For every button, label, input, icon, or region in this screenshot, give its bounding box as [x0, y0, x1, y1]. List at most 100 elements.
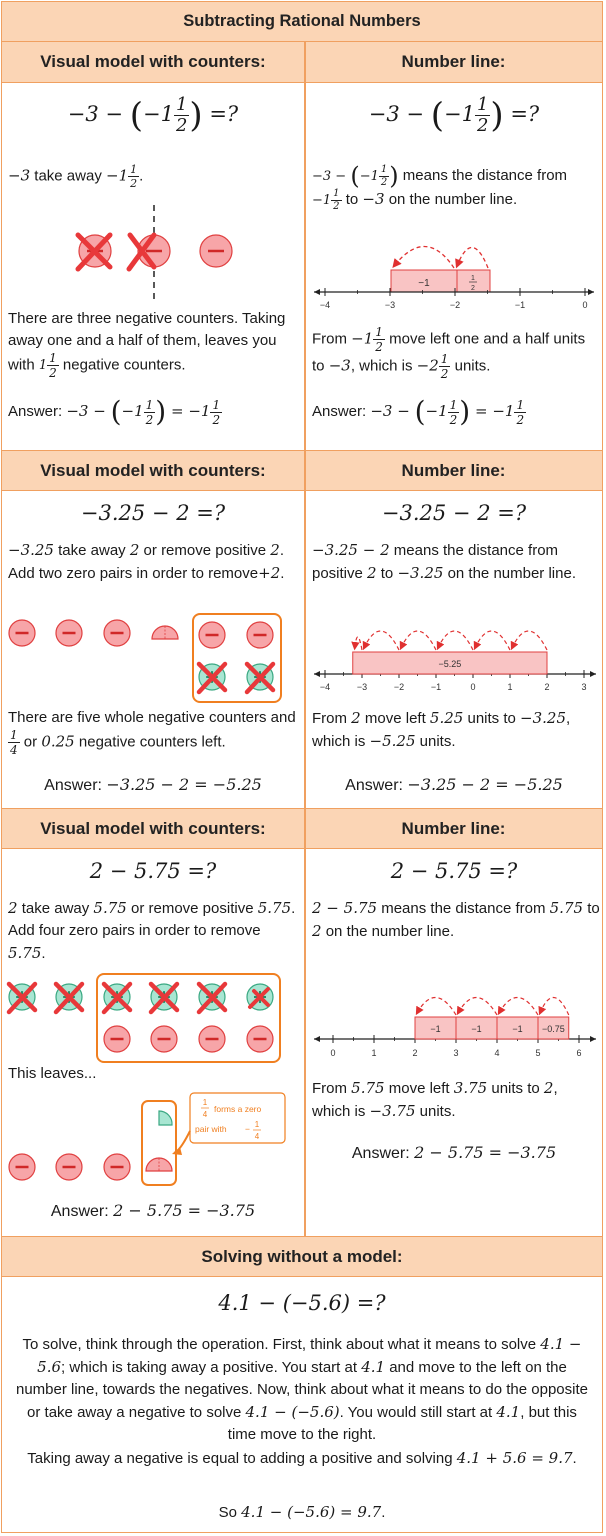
section3-right-explanation: From 5.75 move left 3.75 units to 2, whi…: [312, 1077, 600, 1123]
paragraph-text: , but this time move to the right.: [227, 1404, 577, 1443]
paragraph-text: 4.1 + 5.6 = 9.7: [456, 1449, 573, 1467]
tick-label: −2: [394, 682, 404, 692]
description-text: 5.75: [93, 899, 127, 917]
bar-label: −0.75: [542, 1024, 565, 1034]
section2-equation-right: −3.25 − 2 =?: [381, 501, 527, 525]
tick-label: −2: [450, 300, 460, 310]
svg-text:1: 1: [203, 1098, 208, 1107]
negative-counter-crossed: [75, 232, 113, 272]
difference-bar: [352, 651, 548, 675]
paragraph-text: .: [572, 1450, 577, 1467]
section3-leaves-text: This leaves...: [8, 1065, 97, 1082]
section4-paragraph-3: So 4.1 − (−5.6) = 9.7.: [12, 1501, 592, 1524]
explanation-text: −3.25: [520, 709, 566, 727]
quarter-negative-counter: [145, 1157, 173, 1172]
callout-box: [189, 1092, 286, 1144]
description-text: 5.75: [257, 899, 292, 917]
paragraph-text: 4.1 − (−5.6): [245, 1403, 340, 1421]
description-text: . Add two zero pairs in order to remove: [8, 542, 284, 582]
section1-explanation: There are three negative counters. Takin…: [8, 310, 286, 380]
positive-counter-crossed: [148, 981, 180, 1015]
jump-arrow: [399, 630, 437, 651]
bar-label: −1: [471, 1024, 481, 1034]
svg-text:2: 2: [471, 285, 475, 292]
explanation-text: units to: [487, 1080, 544, 1097]
tick-label: 2: [544, 682, 549, 692]
jump-arrow: [362, 630, 400, 651]
header-solving: Solving without a model:: [2, 1237, 602, 1277]
explanation-text: 2: [351, 709, 361, 727]
jump-arrow: [538, 996, 570, 1016]
description-text: −3.25: [397, 564, 444, 582]
section2-right-answer: Answer: −3.25 − 2 = −5.25: [345, 775, 563, 794]
section3-counters-top: [6, 973, 281, 1063]
svg-text:−: −: [245, 1124, 250, 1134]
section2-right-description: −3.25 − 2 means the distance from positi…: [312, 539, 600, 585]
description-text: −3.25 − 2: [312, 541, 390, 559]
section2-number-line: −3.25 − 2 =? −3.25 − 2 means the distanc…: [306, 491, 602, 807]
description-text: on the number line.: [443, 565, 576, 582]
tick-label: −3: [385, 300, 395, 310]
tick-label: −3: [357, 682, 367, 692]
negative-counter: [150, 1025, 178, 1053]
zero-pairs-box: [192, 613, 282, 703]
tick-label: 0: [582, 300, 587, 310]
jump-arrow: [351, 636, 363, 651]
description-text: +2: [258, 564, 281, 582]
section4-paragraph-1: To solve, think through the operation. F…: [12, 1333, 592, 1446]
description-text: means the distance from: [377, 900, 550, 917]
explanation-text: 5.75: [351, 1079, 385, 1097]
bar-label: −1: [430, 1024, 440, 1034]
explanation-text: move left: [384, 1080, 454, 1097]
header-visual-model-1: Visual model with counters:: [2, 42, 304, 83]
jump-arrow: [415, 996, 457, 1016]
header-number-line-1: Number line:: [305, 42, 602, 83]
negative-counter-crossed: [126, 232, 171, 272]
header-visual-model-2: Visual model with counters:: [2, 451, 304, 491]
jump-arrow: [473, 630, 511, 651]
tick-label: −4: [320, 300, 330, 310]
positive-counter-crossed: [196, 981, 228, 1015]
section3-number-line: 2 − 5.75 =? 2 − 5.75 means the distance …: [306, 849, 602, 1235]
section4-equation: 4.1 − (−5.6) =?: [218, 1291, 386, 1315]
paragraph-text: 4.1 − 5.6: [37, 1335, 582, 1376]
svg-text:4: 4: [203, 1110, 208, 1119]
svg-text:1: 1: [471, 275, 475, 282]
explanation-text: , which is: [312, 1080, 558, 1120]
description-text: 2: [129, 541, 140, 559]
section2-equation: −3.25 − 2 =?: [80, 501, 226, 525]
negative-counter: [103, 1025, 131, 1053]
jump-arrow: [456, 996, 498, 1016]
tick-label: 3: [453, 1048, 458, 1058]
negative-counter: [103, 1153, 131, 1181]
zero-pairs-box: [96, 973, 281, 1063]
tick-label: 3: [581, 682, 586, 692]
quarter-positive-counter: [158, 1110, 173, 1126]
jump-arrow: [497, 996, 539, 1016]
bar-label: −5.25: [438, 659, 461, 669]
jump-arrow: [436, 630, 474, 651]
explanation-text: units.: [415, 1103, 456, 1120]
negative-counter: [198, 1025, 226, 1053]
description-text: to: [376, 565, 398, 582]
description-text: means the distance from positive: [312, 542, 559, 582]
tick-label: 2: [412, 1048, 417, 1058]
explanation-text: move left: [360, 710, 430, 727]
bar-label: −1: [512, 1024, 522, 1034]
paragraph-text: 4.1: [361, 1358, 386, 1376]
section3-equation-right: 2 − 5.75 =?: [390, 859, 518, 883]
tick-label: 5: [535, 1048, 540, 1058]
explanation-text: 3.75: [453, 1079, 488, 1097]
positive-counter-crossed: [244, 661, 276, 695]
